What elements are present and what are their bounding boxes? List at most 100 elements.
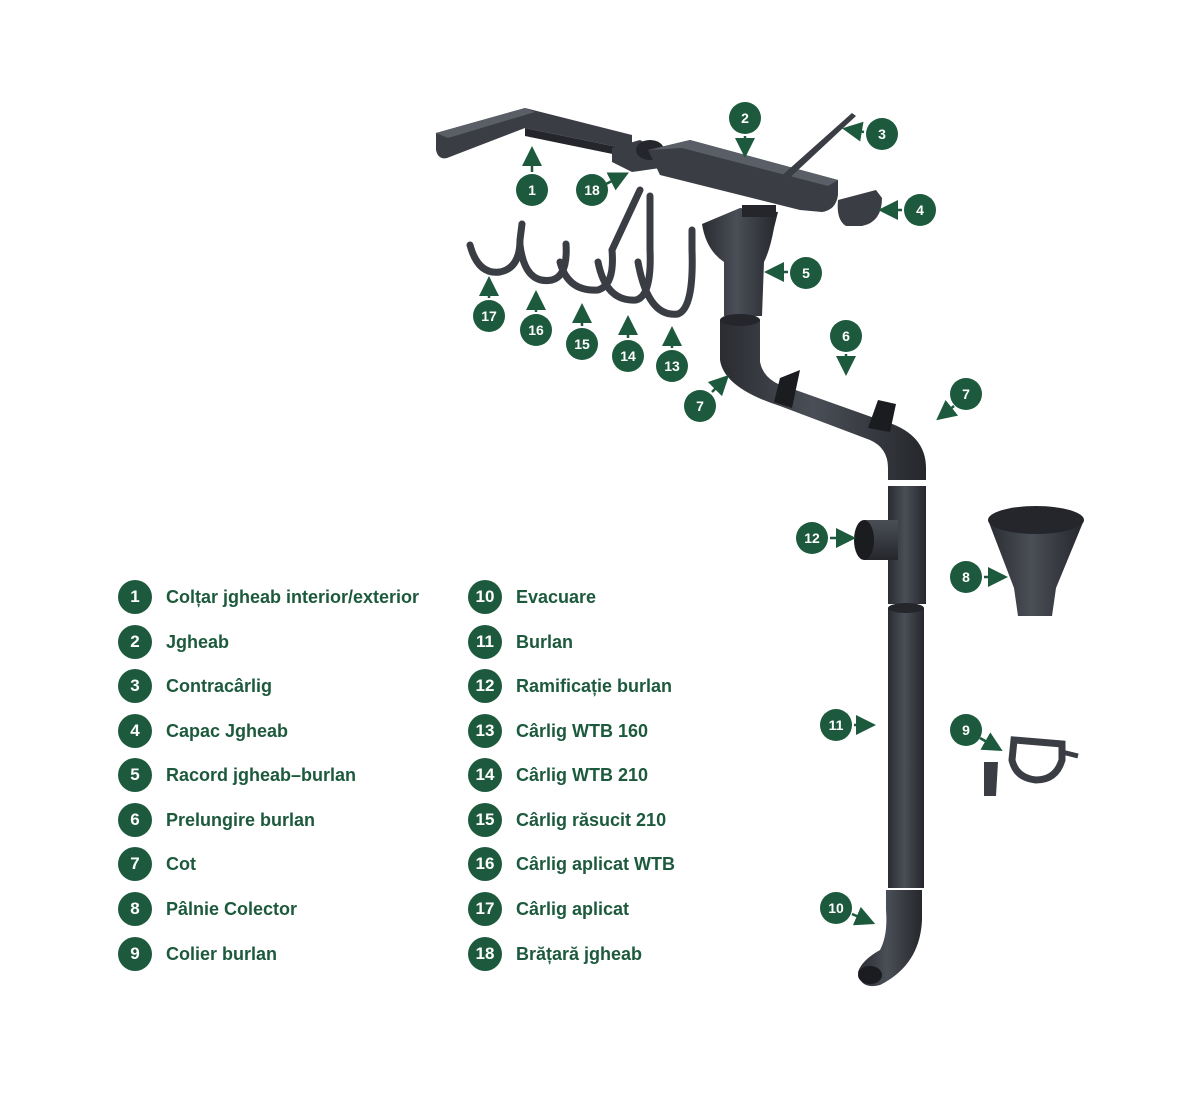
legend-label: Capac Jgheab <box>166 720 289 741</box>
legend-number: 13 <box>468 714 502 748</box>
callout-number: 11 <box>829 717 844 733</box>
callout-badge <box>612 340 644 372</box>
gutter-corner-part <box>436 108 632 159</box>
legend-item: 9 Colier burlan <box>118 937 277 971</box>
legend-label: Colțar jgheab interior/exterior <box>166 586 420 607</box>
legend-label: Pâlnie Colector <box>166 898 298 919</box>
callout-number: 9 <box>962 722 970 738</box>
callout-badge <box>516 174 548 206</box>
callout-arrow <box>979 732 1003 751</box>
legend-number: 4 <box>118 714 152 748</box>
legend-label: Cârlig răsucit 210 <box>516 809 667 830</box>
legend-label: Cârlig WTB 210 <box>516 764 649 785</box>
callout-badge <box>820 709 852 741</box>
callout-arrow <box>936 399 959 421</box>
legend-item: 10 Evacuare <box>468 580 596 614</box>
legend-label: Burlan <box>516 631 574 652</box>
legend-item: 7 Cot <box>118 847 196 881</box>
callout-badge <box>729 102 761 134</box>
downpipe-assembly <box>720 314 926 987</box>
legend-number: 14 <box>468 758 502 792</box>
collector-funnel-part <box>988 506 1084 616</box>
legend-item: 2 Jgheab <box>118 625 229 659</box>
gutter-end-cap-part <box>837 190 882 226</box>
legend-label: Jgheab <box>166 631 230 652</box>
legend-number: 1 <box>118 580 152 614</box>
legend-item: 13 Cârlig WTB 160 <box>468 714 648 748</box>
legend-item: 1 Colțar jgheab interior/exterior <box>118 580 419 614</box>
legend-number: 18 <box>468 937 502 971</box>
callout-badge <box>950 714 982 746</box>
legend-item: 4 Capac Jgheab <box>118 714 288 748</box>
legend-label: Ramificație burlan <box>516 675 673 696</box>
callout-badge <box>950 561 982 593</box>
callout-badge <box>904 194 936 226</box>
callout-badge <box>830 320 862 352</box>
legend-number: 17 <box>468 892 502 926</box>
callout-badge <box>684 390 716 422</box>
callout-number: 14 <box>620 348 636 364</box>
legend-label: Cot <box>166 853 196 874</box>
pipe-clip-part <box>984 736 1079 796</box>
legend-item: 12 Ramificație burlan <box>468 669 672 703</box>
legend-number: 3 <box>118 669 152 703</box>
gutter-outlet-part <box>702 205 778 316</box>
callout-number: 7 <box>696 398 704 414</box>
callout-number: 5 <box>802 265 810 281</box>
legend-number: 2 <box>118 625 152 659</box>
legend-label: Cârlig aplicat <box>516 898 630 919</box>
counter-hook-part <box>760 113 856 198</box>
callout-badge <box>790 257 822 289</box>
legend-label: Cârlig WTB 160 <box>516 720 649 741</box>
callout-badge <box>576 174 608 206</box>
legend-number: 15 <box>468 803 502 837</box>
legend-number: 8 <box>118 892 152 926</box>
legend-item: 8 Pâlnie Colector <box>118 892 297 926</box>
legend-number: 10 <box>468 580 502 614</box>
callout-badge <box>866 118 898 150</box>
callout-number: 15 <box>574 336 590 352</box>
callout-badge <box>950 378 982 410</box>
callout-badge <box>566 328 598 360</box>
legend-number: 9 <box>118 937 152 971</box>
hooks-group <box>466 186 696 318</box>
legend-label: Cârlig aplicat WTB <box>516 853 676 874</box>
callout-number: 7 <box>962 386 970 402</box>
callout-badge <box>796 522 828 554</box>
callout-badge <box>820 892 852 924</box>
legend-item: 5 Racord jgheab–burlan <box>118 758 356 792</box>
legend-label: Brățară jgheab <box>516 943 643 964</box>
callout-number: 1 <box>528 182 536 198</box>
legend-number: 5 <box>118 758 152 792</box>
callout-arrow <box>605 172 629 191</box>
legend-number: 11 <box>468 625 502 659</box>
legend-item: 18 Brățară jgheab <box>468 937 642 971</box>
legend-label: Colier burlan <box>166 943 278 964</box>
legend-label: Racord jgheab–burlan <box>166 764 357 785</box>
legend-item: 11 Burlan <box>468 625 573 659</box>
legend-number: 6 <box>118 803 152 837</box>
legend-item: 17 Cârlig aplicat <box>468 892 629 926</box>
legend-item: 14 Cârlig WTB 210 <box>468 758 648 792</box>
callout-number: 17 <box>481 308 497 324</box>
legend-number: 12 <box>468 669 502 703</box>
legend-label: Contracârlig <box>166 675 273 696</box>
gutter-part <box>648 140 838 212</box>
callout-number: 6 <box>842 328 850 344</box>
legend-number: 7 <box>118 847 152 881</box>
callout-number: 2 <box>741 110 749 126</box>
callout-number: 12 <box>804 530 820 546</box>
callout-badge <box>656 350 688 382</box>
callout-number: 3 <box>878 126 886 142</box>
legend-item: 15 Cârlig răsucit 210 <box>468 803 666 837</box>
callout-number: 16 <box>528 322 544 338</box>
callout-number: 10 <box>828 900 844 916</box>
callout-badge <box>520 314 552 346</box>
legend-label: Evacuare <box>516 586 597 607</box>
callout-number: 8 <box>962 569 970 585</box>
callout-number: 13 <box>664 358 680 374</box>
callout-arrow <box>842 121 865 142</box>
